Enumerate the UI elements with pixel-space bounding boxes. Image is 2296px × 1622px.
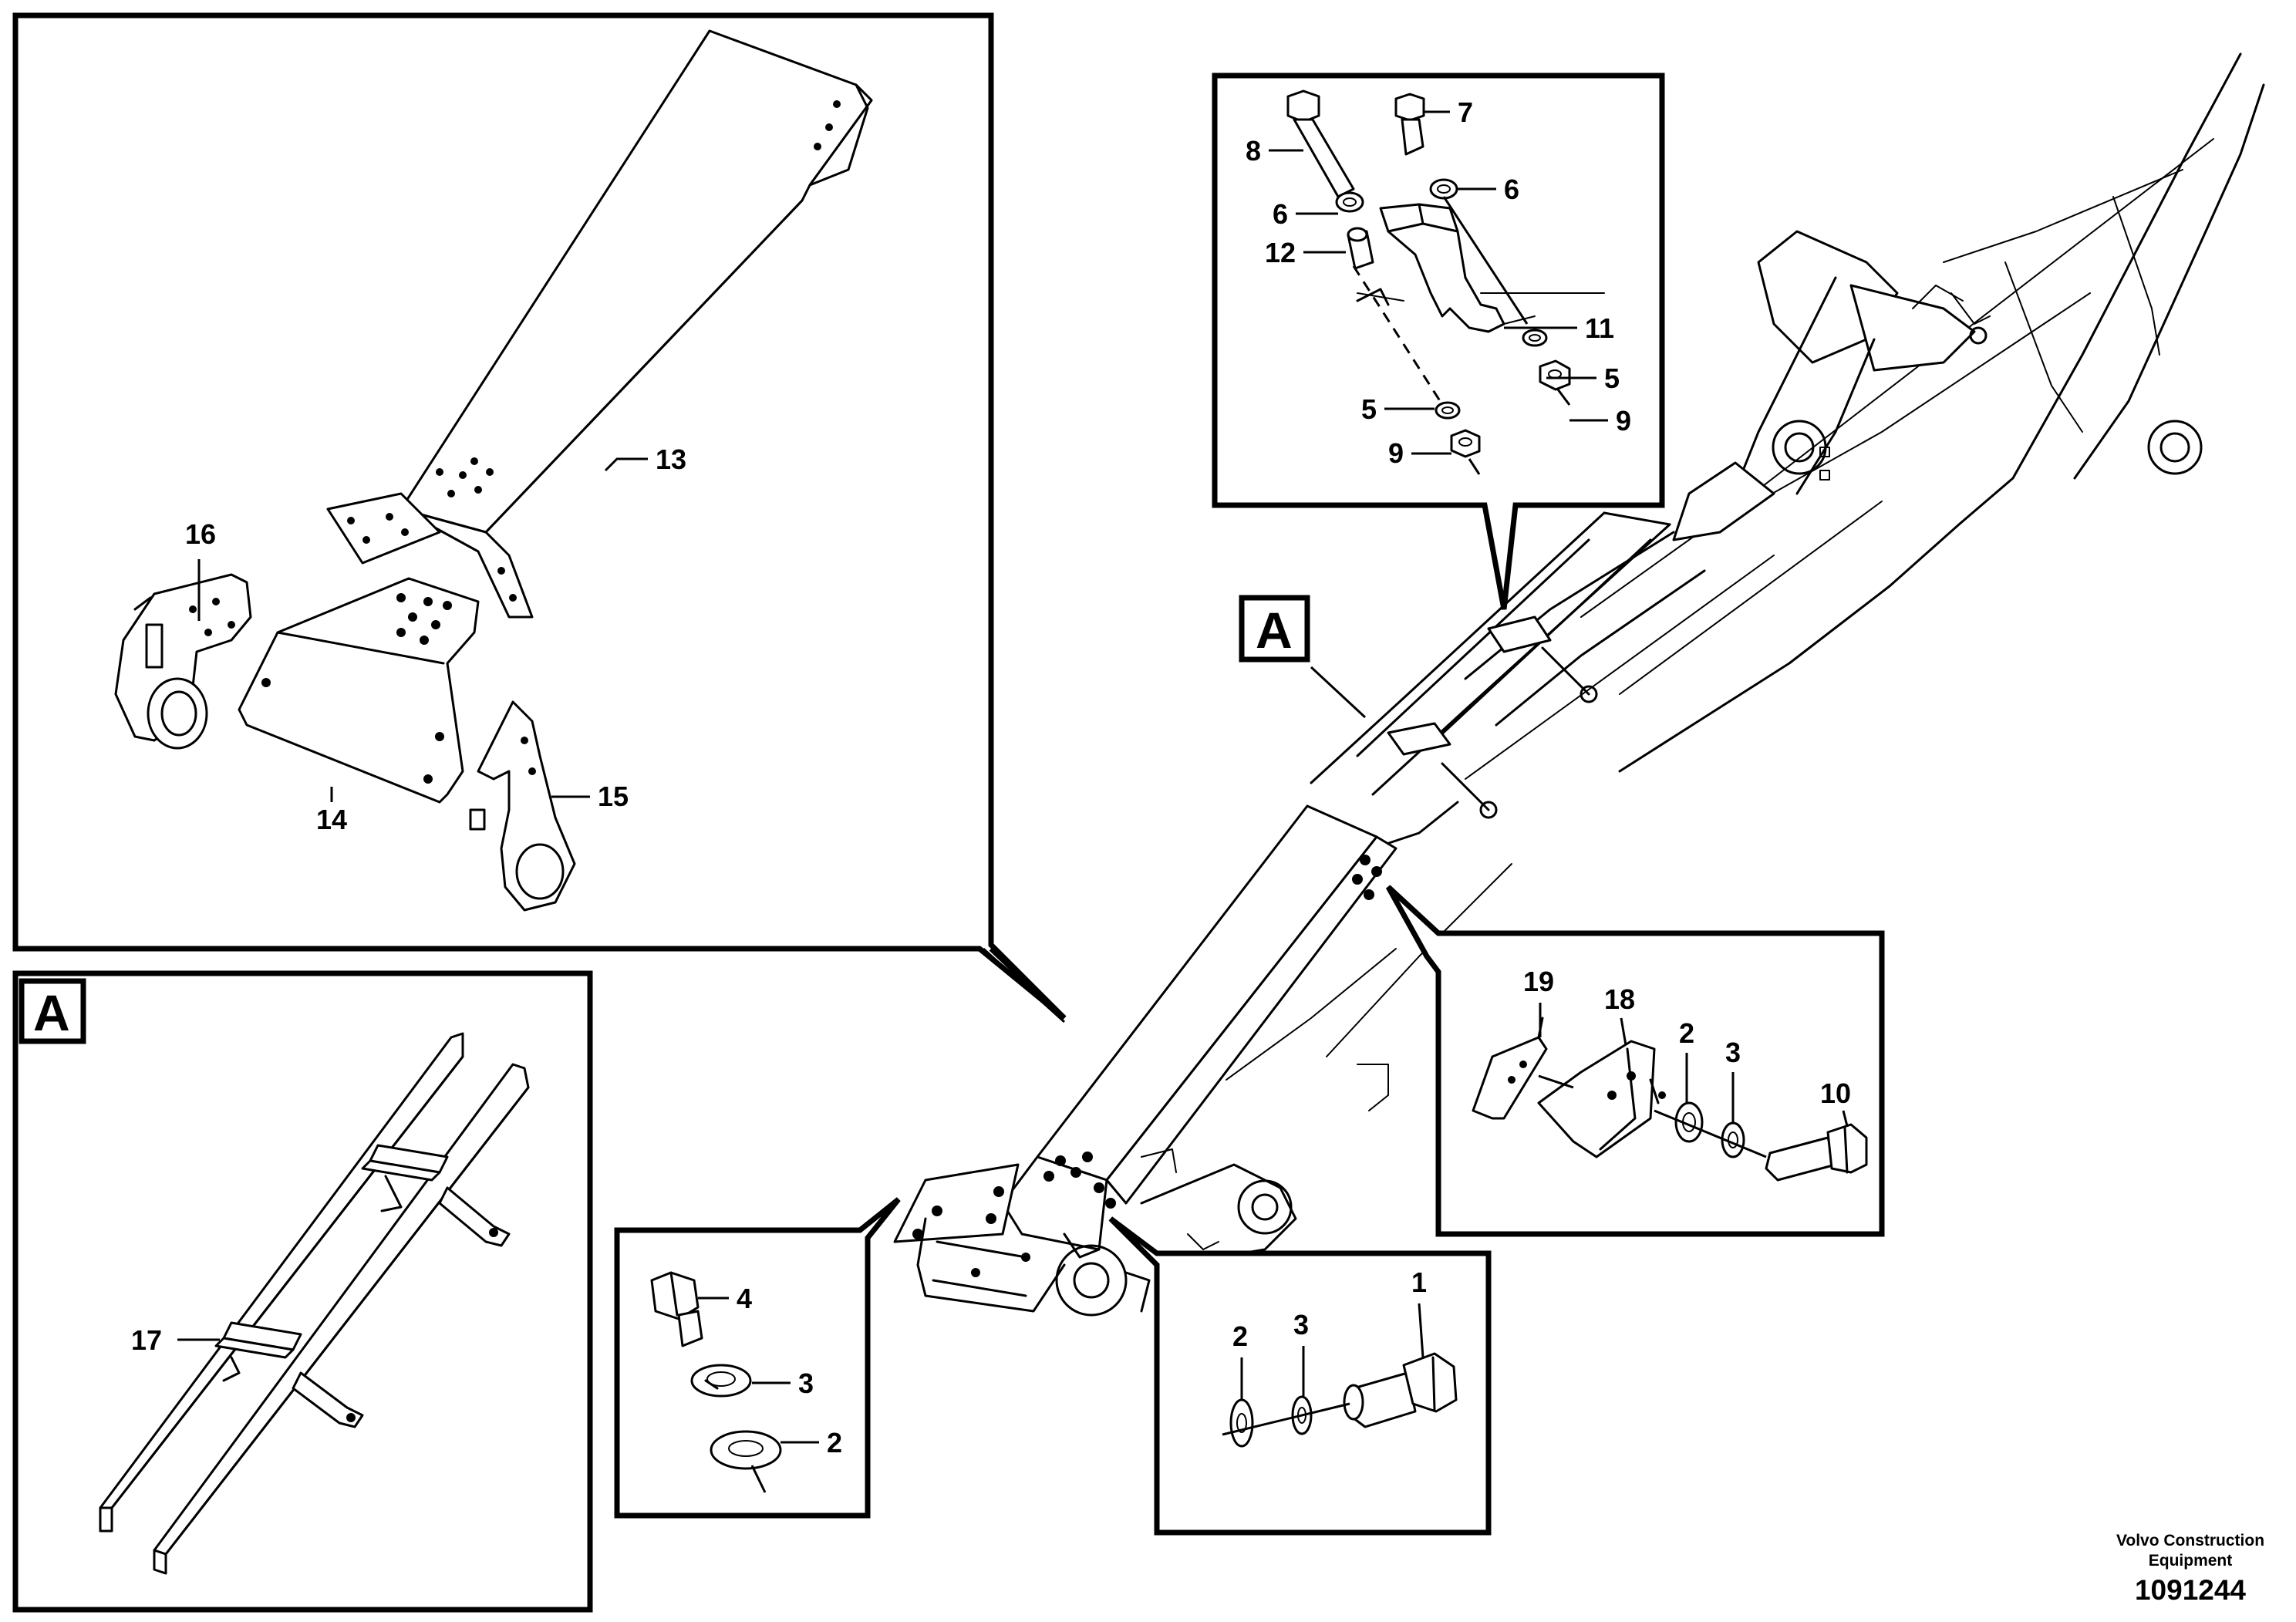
callout-15: 15 (598, 781, 629, 812)
detail-panel-bolts-left (614, 1197, 901, 1519)
cover-part-13 (326, 29, 873, 619)
callout-3-left: 3 (798, 1367, 814, 1399)
detail-panel-bolts-right (1108, 1216, 1492, 1536)
nut-part-9-right (1539, 359, 1571, 391)
footer-credit: Volvo Construction Equipment 1091244 (2116, 1532, 2264, 1606)
callout-3-bottom: 3 (1293, 1309, 1309, 1340)
detail-tag-a: A (33, 984, 70, 1041)
callout-11: 11 (1585, 312, 1614, 344)
callout-9-left: 9 (1388, 437, 1404, 469)
bolt-part-4 (650, 1271, 703, 1347)
washer-part-6-left (1335, 191, 1364, 213)
callout-2-bottom: 2 (1232, 1320, 1248, 1352)
detail-panel-guard-rails: A (12, 970, 593, 1613)
bracket-part-14 (238, 577, 480, 804)
callout-8: 8 (1246, 135, 1261, 167)
lockwasher-part-3-left (690, 1364, 752, 1398)
boom-assembly (893, 52, 2265, 1317)
callout-labels: 13 16 14 15 17 8 7 6 6 12 11 5 5 9 9 19 … (131, 96, 1851, 1458)
clamp-part-11 (1356, 203, 1505, 333)
detail-panel-clamps (1212, 73, 1665, 610)
washer-part-5-left (1435, 401, 1461, 420)
callout-1: 1 (1411, 1266, 1427, 1298)
washer-part-6-right (1429, 178, 1458, 200)
washer-part-5-right (1522, 329, 1548, 347)
main-tag-a: A (1256, 602, 1293, 659)
washer-part-2-bottom (1229, 1398, 1254, 1448)
callout-14: 14 (316, 804, 347, 835)
leader-lines (177, 110, 1849, 1444)
callout-3-right: 3 (1725, 1037, 1741, 1068)
callout-5-right: 5 (1604, 363, 1620, 394)
callout-18: 18 (1604, 983, 1635, 1015)
boom-tag-a: A (1239, 595, 1367, 719)
callout-2-left: 2 (827, 1427, 842, 1458)
washer-part-2-left (710, 1430, 782, 1470)
company-name-line2: Equipment (2149, 1552, 2233, 1570)
callout-5-left: 5 (1361, 393, 1377, 425)
callout-16: 16 (185, 518, 216, 550)
callout-12: 12 (1265, 237, 1296, 268)
detail-panel-covers (12, 12, 1067, 1023)
callout-13: 13 (656, 443, 686, 475)
callout-17: 17 (131, 1324, 162, 1356)
detail-panel-mount (1385, 885, 1885, 1237)
bolt-part-8 (1286, 89, 1355, 198)
nut-part-9-left (1450, 429, 1481, 458)
bolt-part-7 (1394, 93, 1425, 156)
guard-rail-part-17 (99, 1032, 530, 1575)
callout-4: 4 (737, 1283, 752, 1314)
callout-7: 7 (1458, 96, 1473, 128)
callout-6-left: 6 (1273, 198, 1288, 230)
callout-9-right: 9 (1616, 405, 1631, 437)
callout-6-right: 6 (1504, 174, 1519, 205)
figure-number: 1091244 (2135, 1574, 2246, 1606)
callout-2-right: 2 (1679, 1017, 1694, 1049)
callout-10: 10 (1820, 1077, 1851, 1109)
callout-19: 19 (1523, 966, 1554, 997)
bracket-part-15 (469, 700, 576, 912)
bolt-part-1 (1343, 1352, 1458, 1428)
company-name-line1: Volvo Construction (2116, 1532, 2264, 1549)
bolt-part-10 (1765, 1123, 1868, 1182)
block-part-18 (1537, 1040, 1666, 1158)
washer-part-2-right (1674, 1101, 1704, 1143)
bracket-part-16 (114, 573, 252, 750)
